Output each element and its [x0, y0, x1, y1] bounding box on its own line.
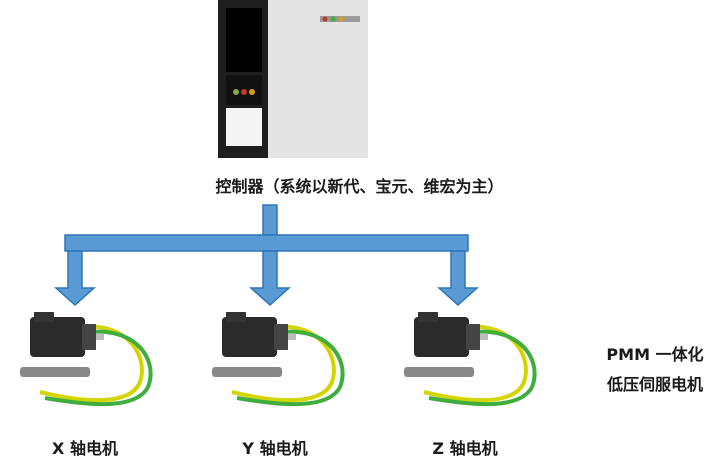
motor-y-image: [212, 312, 345, 407]
y-axis-motor-label: Y 轴电机: [242, 439, 308, 458]
motor-z-image: [404, 312, 537, 407]
controller-label: 控制器（系统以新代、宝元、维宏为主）: [215, 177, 504, 196]
distribution-arrows: [54, 204, 479, 307]
motor-type-line-2: 低压伺服电机: [606, 375, 703, 394]
motor-x-image: [20, 312, 153, 407]
motor-type-note: PMM 一体化 低压伺服电机: [590, 340, 719, 400]
x-axis-motor-label: X 轴电机: [52, 439, 118, 458]
z-axis-motor-label: Z 轴电机: [432, 439, 498, 458]
controller-cabinet-image: [218, 0, 368, 158]
motor-type-line-1: PMM 一体化: [606, 345, 704, 364]
